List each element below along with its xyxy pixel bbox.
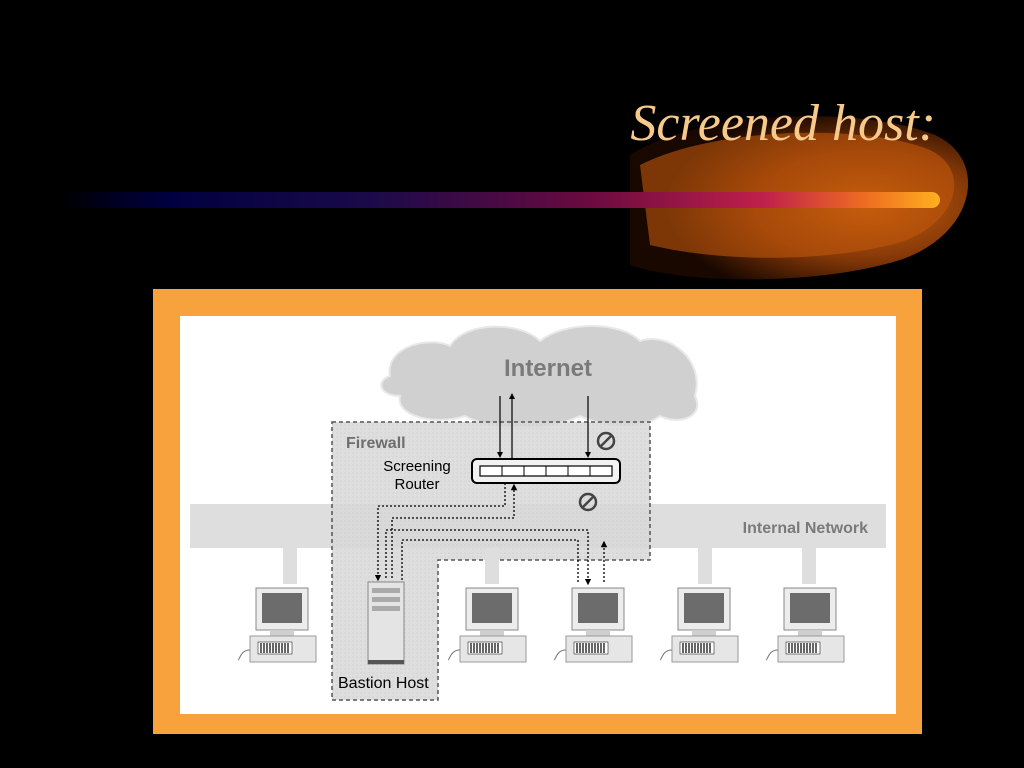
firewall-zone: [331, 421, 651, 701]
firewall-label: Firewall: [346, 435, 406, 452]
traffic-arrows: [497, 393, 591, 459]
bastion-host-label: Bastion Host: [338, 675, 429, 692]
router-label-line2: Router: [394, 476, 439, 493]
internal-network-label: Internal Network: [743, 520, 868, 537]
diagram-canvas: Internet Internal Network Firewall Scree…: [180, 316, 896, 714]
workstation-icon: [237, 587, 317, 663]
workstation-icon: [765, 587, 845, 663]
bastion-traffic-path: [374, 483, 518, 582]
workstation-icon: [553, 587, 633, 663]
router-label-line1: Screening: [383, 458, 451, 475]
workstation-icon: [447, 587, 527, 663]
blocked-icon: [596, 431, 616, 451]
internet-label: Internet: [504, 355, 592, 382]
workstation-icon: [659, 587, 739, 663]
screened-host-diagram: Internet Internal Network Firewall Scree…: [190, 325, 886, 701]
blocked-icon: [578, 492, 598, 512]
network-drops: [283, 548, 816, 584]
workstation-traffic-path: [385, 529, 608, 586]
slide-title: Screened host:: [630, 95, 936, 152]
cloud-icon: [380, 325, 699, 429]
router-icon: [471, 458, 621, 484]
title-swoosh: [60, 116, 969, 280]
server-icon: [367, 581, 405, 665]
